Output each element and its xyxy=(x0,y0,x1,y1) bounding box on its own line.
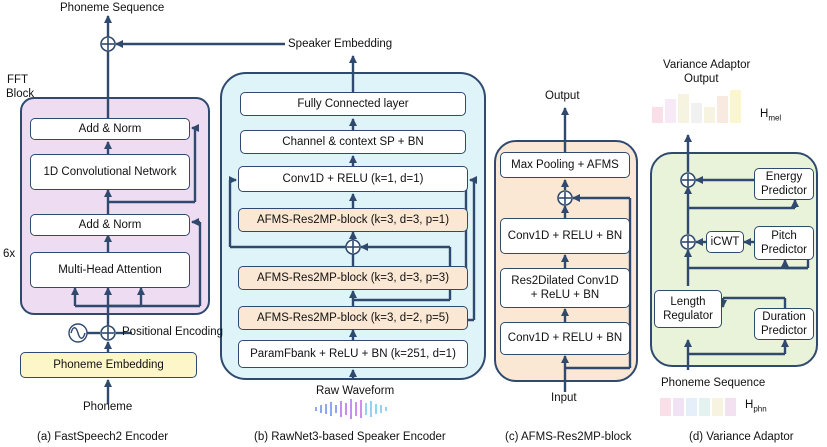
res2dilated-box: Res2Dilated Conv1D + ReLU + BN xyxy=(500,268,630,308)
caption-a: (a) FastSpeech2 Encoder xyxy=(37,431,169,443)
conv1d-top-box: Conv1D + RELU + BN xyxy=(500,218,630,254)
caption-c: (c) AFMS-Res2MP-block xyxy=(505,431,632,443)
duration-line2: Predictor xyxy=(760,325,808,337)
h-mel-bars-icon xyxy=(652,90,741,123)
energy-line2: Predictor xyxy=(760,185,808,197)
length-regulator-box: Length Regulator xyxy=(654,290,722,328)
energy-predictor-box: Energy Predictor xyxy=(754,168,814,200)
afms-block-3-box: AFMS-Res2MP-block (k=3, d=3, p=1) xyxy=(238,208,468,232)
add-norm-top-box: Add & Norm xyxy=(30,118,190,140)
multi-head-attention-box: Multi-Head Attention xyxy=(30,252,190,288)
h-mel-main: H xyxy=(760,108,769,120)
h-phn-label: Hphn xyxy=(745,399,767,413)
phoneme-input-label: Phoneme xyxy=(83,401,133,413)
phoneme-sequence-output-label: Phoneme Sequence xyxy=(60,2,165,14)
conv-network-box: 1D Convolutional Network xyxy=(30,154,190,190)
phoneme-sequence-input-label: Phoneme Sequence xyxy=(661,377,766,389)
length-line1: Length xyxy=(670,295,706,308)
waveform-icon xyxy=(315,399,387,419)
h-mel-label: Hmel xyxy=(760,108,781,122)
caption-d: (d) Variance Adaptor xyxy=(689,431,794,443)
repeat-count-label: 6x xyxy=(3,248,16,260)
icwt-box: iCWT xyxy=(706,231,744,253)
pitch-predictor-box: Pitch Predictor xyxy=(754,226,814,260)
res2dilated-line1: Res2Dilated Conv1D xyxy=(511,274,619,287)
afms-block-2-box: AFMS-Res2MP-block (k=3, d=3, p=3) xyxy=(238,266,468,290)
max-pooling-box: Max Pooling + AFMS xyxy=(500,152,630,178)
pitch-line1: Pitch xyxy=(771,229,797,242)
duration-line1: Duration xyxy=(762,310,806,323)
fft-label-line1: FFT xyxy=(7,74,29,86)
sine-wave-icon xyxy=(68,323,88,343)
energy-line1: Energy xyxy=(765,170,803,183)
fft-label-line2: Block xyxy=(6,88,35,100)
caption-b: (b) RawNet3-based Speaker Encoder xyxy=(254,431,446,443)
duration-predictor-box: Duration Predictor xyxy=(754,308,814,340)
output-label: Output xyxy=(545,90,580,102)
positional-encoding-label: Positional Encoding xyxy=(122,326,224,338)
h-phn-sub: phn xyxy=(753,404,767,414)
speaker-embedding-label: Speaker Embedding xyxy=(288,38,393,50)
variance-output-label-2: Output xyxy=(684,73,719,85)
conv1d-bottom-box: Conv1D + RELU + BN xyxy=(500,322,630,355)
h-phn-main: H xyxy=(745,399,754,411)
raw-waveform-label: Raw Waveform xyxy=(316,385,395,397)
phoneme-embedding-box: Phoneme Embedding xyxy=(20,352,197,378)
channel-context-box: Channel & context SP + BN xyxy=(240,130,466,154)
paramfbank-box: ParamFbank + ReLU + BN (k=251, d=1) xyxy=(238,340,468,368)
length-line2: Regulator xyxy=(663,310,713,322)
conv1d-relu-box: Conv1D + RELU (k=1, d=1) xyxy=(238,166,468,192)
add-norm-bottom-box: Add & Norm xyxy=(30,214,190,236)
pitch-line2: Predictor xyxy=(760,244,808,256)
res2dilated-line2: + ReLU + BN xyxy=(530,289,600,301)
h-mel-sub: mel xyxy=(768,113,782,123)
input-label: Input xyxy=(551,392,577,404)
h-phn-bars-icon xyxy=(660,398,736,416)
variance-output-label-1: Variance Adaptor xyxy=(663,59,751,71)
afms-block-1-box: AFMS-Res2MP-block (k=3, d=2, p=5) xyxy=(238,306,468,330)
fully-connected-box: Fully Connected layer xyxy=(240,92,466,116)
